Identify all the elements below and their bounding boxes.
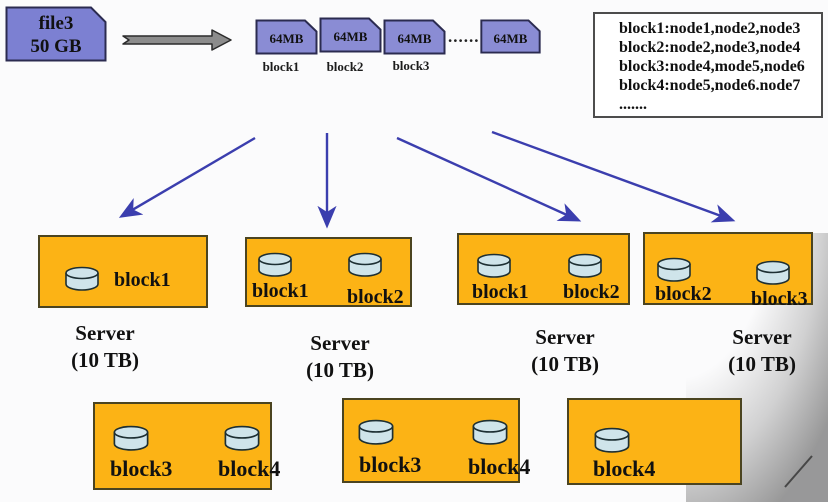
disk-icon: [472, 419, 508, 445]
block-mapping-box: block1:node1,node2,node3 block2:node2,no…: [593, 12, 823, 118]
server-box-2: block1 block2: [245, 237, 412, 308]
disk-icon: [477, 253, 511, 278]
disk-icon: [358, 419, 394, 445]
file-icon: [5, 6, 107, 62]
server-caption-2: Server (10 TB): [278, 330, 402, 384]
mapping-line: .......: [619, 96, 647, 113]
server-caption-1: Server (10 TB): [43, 320, 167, 374]
chunk-size: 64MB: [269, 30, 304, 46]
server-box-6: block3 block4: [342, 398, 530, 483]
server-caption-3: Server (10 TB): [503, 324, 627, 378]
server-box-1: block1: [38, 235, 208, 308]
disk-icon: [224, 425, 260, 451]
split-arrow-icon: [122, 29, 232, 51]
server-capacity: (10 TB): [71, 348, 139, 372]
mapping-line: block1:node1,node2,node3: [619, 20, 801, 37]
block-label: block3: [359, 452, 422, 477]
file-size: 50 GB: [30, 36, 82, 57]
chunk-block-1: 64MB: [255, 19, 318, 55]
disk-icon: [258, 252, 292, 277]
server-box-5: block3 block4: [93, 402, 280, 490]
chunk-label: block3: [392, 58, 430, 73]
disk-icon: [113, 425, 149, 451]
mapping-line: block3:node4,mode5,node6: [619, 58, 805, 75]
block-label: block1: [472, 281, 529, 303]
block-label: block3: [751, 288, 808, 310]
disk-icon: [568, 253, 602, 278]
chunk-size: 64MB: [333, 28, 368, 44]
server-capacity: (10 TB): [728, 352, 796, 376]
server-box-3: block1 block2: [457, 233, 630, 305]
server-capacity: (10 TB): [306, 358, 374, 382]
mapping-line: block4:node5,node6.node7: [619, 77, 801, 94]
chunk-block-2: 64MB: [319, 17, 382, 53]
disk-icon: [65, 266, 99, 291]
block-label: block4: [468, 454, 531, 479]
block-label: block2: [563, 281, 620, 303]
server-name: Server: [310, 331, 370, 355]
file-name: file3: [38, 13, 74, 34]
disk-icon: [756, 260, 790, 285]
chunk-label: block1: [262, 59, 300, 74]
chunk-block-4: 64MB: [479, 19, 542, 55]
mapping-line: block2:node2,node3,node4: [619, 39, 801, 56]
arrow-to-server3: [396, 136, 582, 222]
chunk-label: block2: [326, 59, 364, 74]
block-label: block4: [593, 456, 656, 481]
block-label: block3: [110, 456, 173, 481]
block-label: block1: [252, 280, 309, 302]
chunk-size: 64MB: [397, 30, 432, 46]
arrow-to-server4: [491, 130, 736, 223]
chunk-block-3: 64MB: [383, 19, 446, 55]
server-name: Server: [75, 321, 135, 345]
ellipsis-dots: ......: [448, 27, 480, 46]
chunk-size: 64MB: [493, 30, 528, 46]
block-label: block2: [347, 286, 404, 308]
block-label: block1: [114, 269, 171, 291]
server-box-4: block2 block3: [643, 232, 813, 310]
server-name: Server: [732, 325, 792, 349]
arrow-to-server1: [118, 136, 256, 218]
block-label: block4: [218, 456, 281, 481]
server-name: Server: [535, 325, 595, 349]
disk-icon: [657, 257, 691, 282]
block-label: block2: [655, 283, 712, 305]
server-box-7: block4: [567, 398, 742, 485]
file-box: file3 50 GB: [5, 6, 107, 62]
server-caption-4: Server (10 TB): [700, 324, 824, 378]
disk-icon: [594, 427, 630, 453]
server-capacity: (10 TB): [531, 352, 599, 376]
disk-icon: [348, 252, 382, 277]
